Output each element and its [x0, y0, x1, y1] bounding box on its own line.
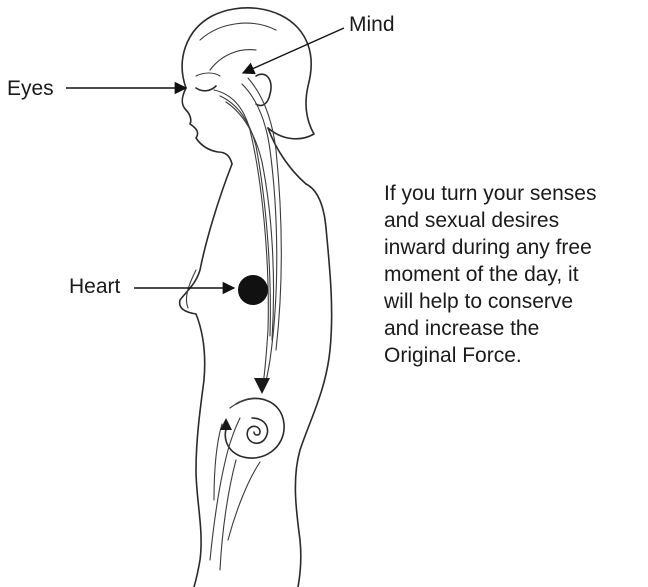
energy-stream-line [214, 90, 268, 392]
energy-stream-line [248, 78, 281, 350]
caption-text: If you turn your senses and sexual desir… [384, 180, 646, 369]
caption-line: Original Force. [384, 342, 646, 369]
label-mind: Mind [349, 14, 395, 35]
energy-upward-line [214, 424, 222, 500]
spiral-outer [225, 398, 284, 458]
spiral-icon [247, 418, 267, 443]
heart-dot-icon [238, 275, 268, 305]
hair-strand [200, 23, 276, 40]
hair-strand [210, 50, 256, 70]
spiral-tail [230, 398, 256, 408]
caption-line: and increase the [384, 315, 646, 342]
eye-closed-icon [196, 86, 216, 91]
face-profile [182, 88, 232, 164]
ear [256, 74, 271, 105]
caption-line: moment of the day, it [384, 261, 646, 288]
caption-line: inward during any free [384, 234, 646, 261]
breast-outline [186, 270, 196, 308]
label-heart: Heart [69, 276, 120, 297]
label-eyes: Eyes [7, 78, 54, 99]
caption-line: will help to conserve [384, 288, 646, 315]
mind-pointer-arrow [243, 28, 344, 73]
body-back-outline [295, 184, 331, 587]
energy-down-arrow-icon [254, 378, 270, 394]
brow [196, 73, 220, 76]
caption-line: If you turn your senses [384, 180, 646, 207]
caption-line: and sexual desires [384, 207, 646, 234]
